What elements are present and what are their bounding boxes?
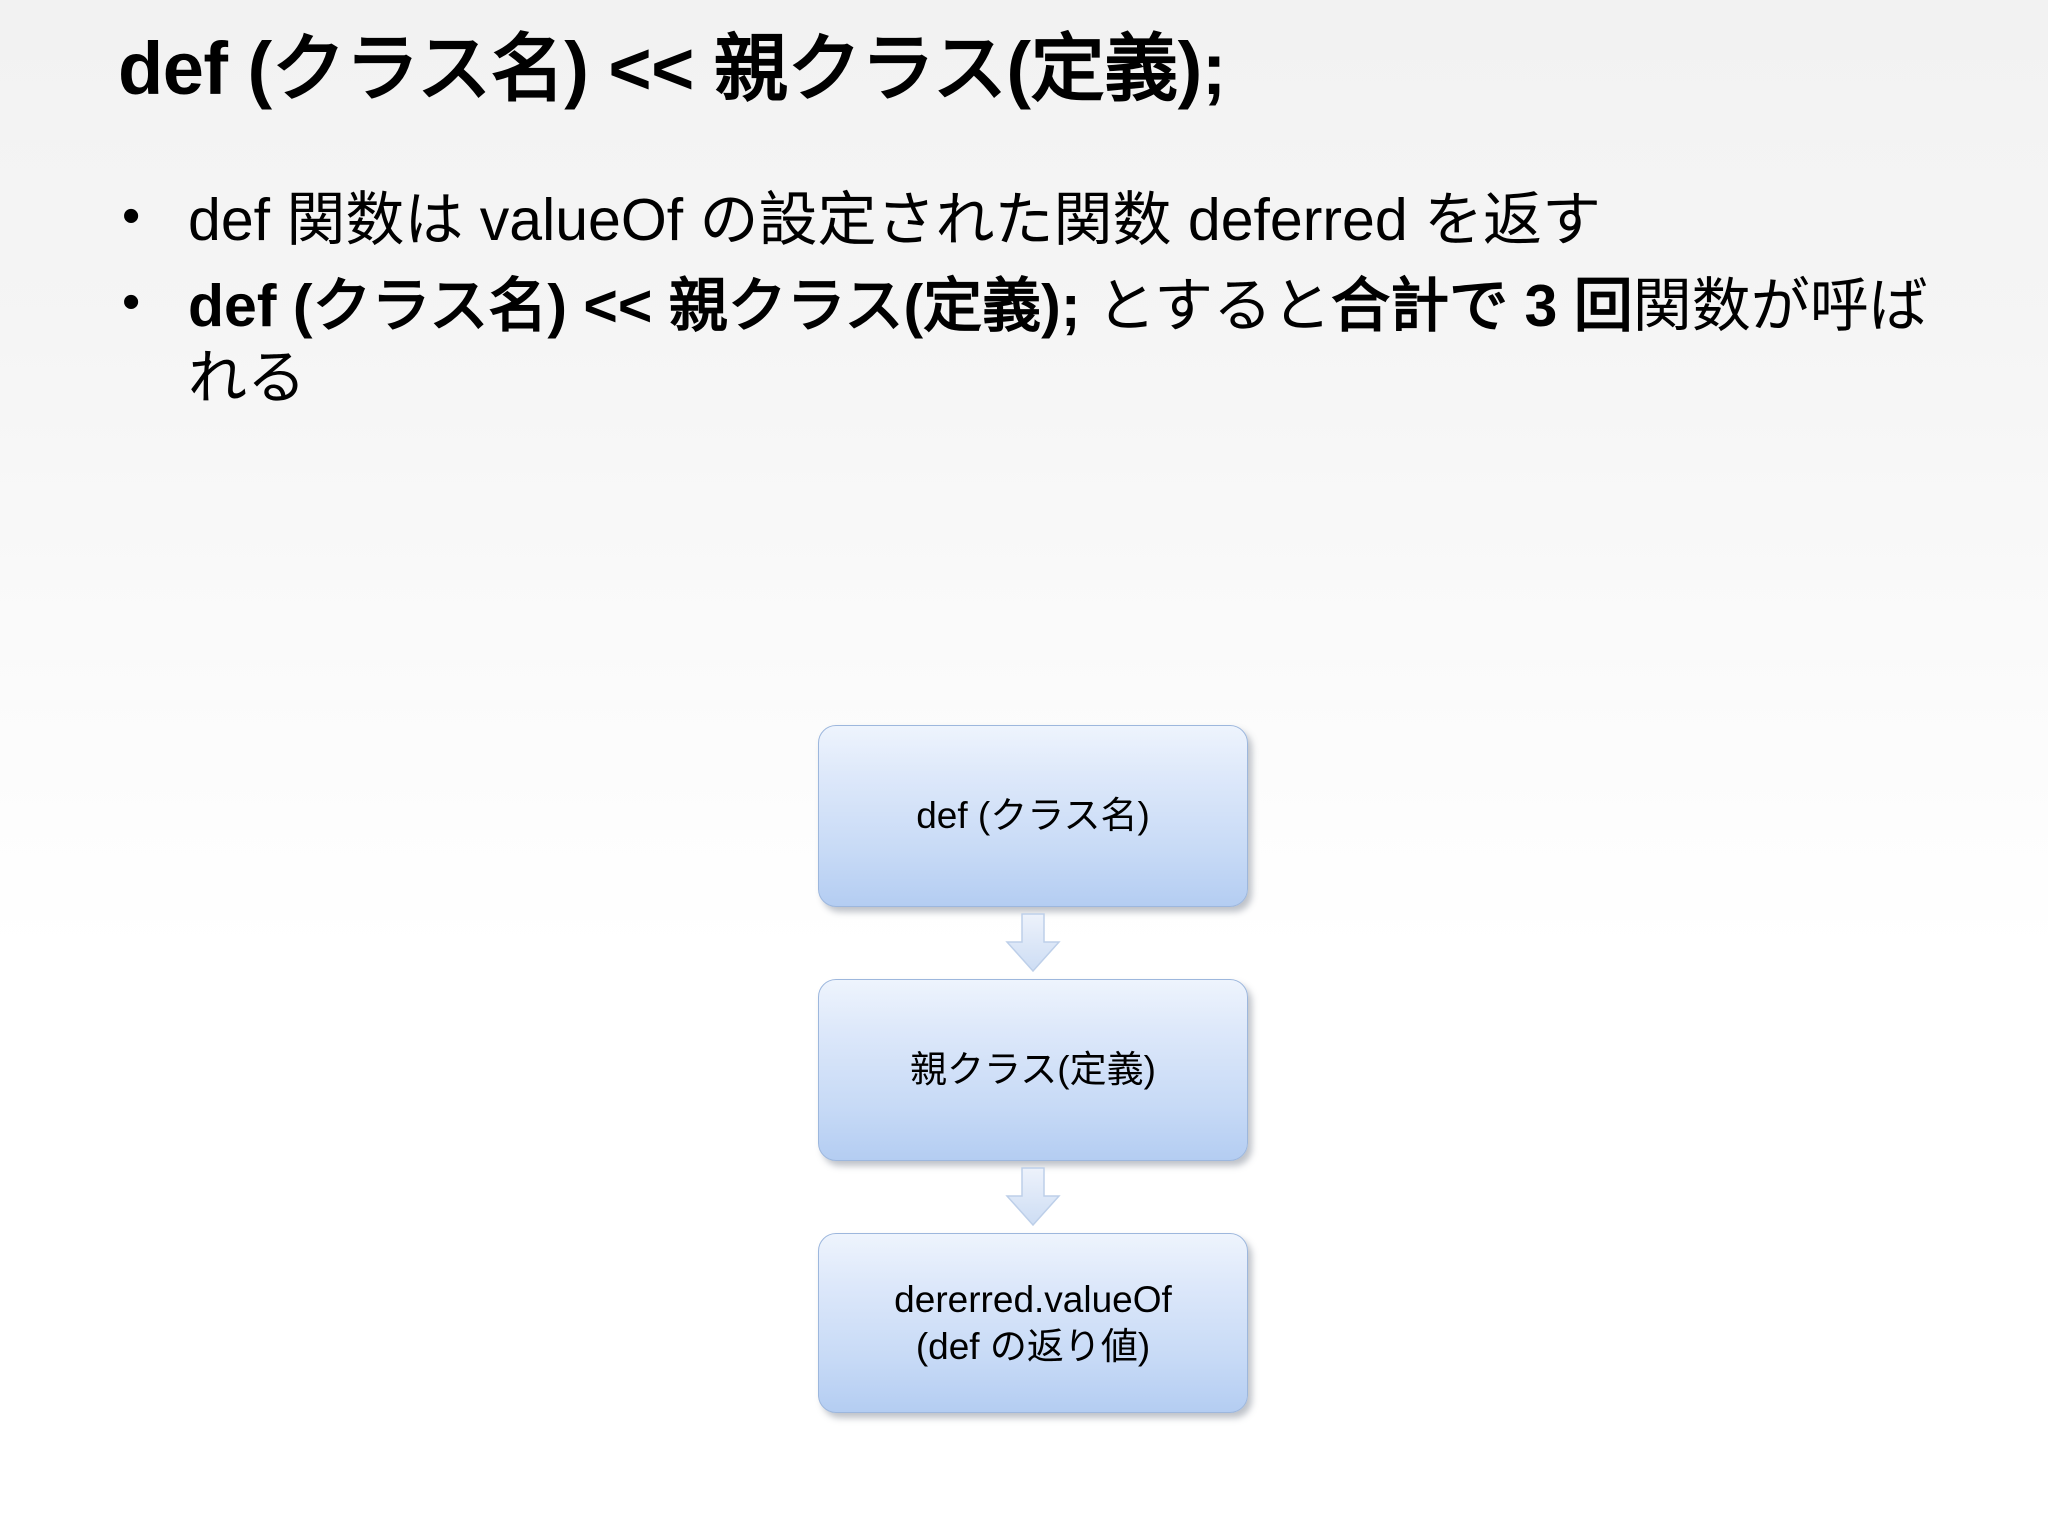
down-arrow-icon (1002, 1166, 1064, 1228)
bullet-text-segment: とすると (1080, 272, 1332, 339)
flow-node-parent-class[interactable]: 親クラス(定義) (818, 979, 1248, 1161)
list-item: • def (クラス名) << 親クラス(定義); とすると合計で 3 回関数が呼… (110, 271, 1940, 415)
flow-node-def-class[interactable]: def (クラス名) (818, 725, 1248, 907)
bullet-text-segment-bold: 合計で 3 回 (1331, 272, 1633, 339)
flow-node-label: def (クラス名) (916, 795, 1150, 837)
flow-node-label-line2: (def の返り値) (915, 1326, 1151, 1367)
flowchart: def (クラス名) 親クラス(定義) (818, 725, 1248, 1413)
flow-arrow-2 (818, 1161, 1248, 1233)
flow-node-label: dererred.valueOf (def の返り値) (894, 1276, 1172, 1371)
list-item: • def 関数は valueOf の設定された関数 deferred を返す (110, 185, 1940, 257)
bullet-text-segment-bold: def (クラス名) << 親クラス(定義); (188, 272, 1081, 339)
flow-node-label-line1: dererred.valueOf (894, 1278, 1172, 1320)
bullet-text-segment: def 関数は valueOf の設定された関数 deferred を返す (188, 187, 1602, 253)
page-title: def (クラス名) << 親クラス(定義); (118, 27, 1226, 110)
bullet-list: • def 関数は valueOf の設定された関数 deferred を返す … (110, 185, 1940, 429)
down-arrow-icon (1002, 912, 1064, 974)
flow-arrow-1 (818, 907, 1248, 979)
flow-node-deferred-valueof[interactable]: dererred.valueOf (def の返り値) (818, 1233, 1248, 1413)
bullet-text-segment: 関数が呼ばれる (188, 272, 1928, 411)
bullet-marker: • (122, 272, 141, 331)
bullet-marker: • (122, 187, 141, 245)
flow-node-label: 親クラス(定義) (910, 1049, 1156, 1091)
